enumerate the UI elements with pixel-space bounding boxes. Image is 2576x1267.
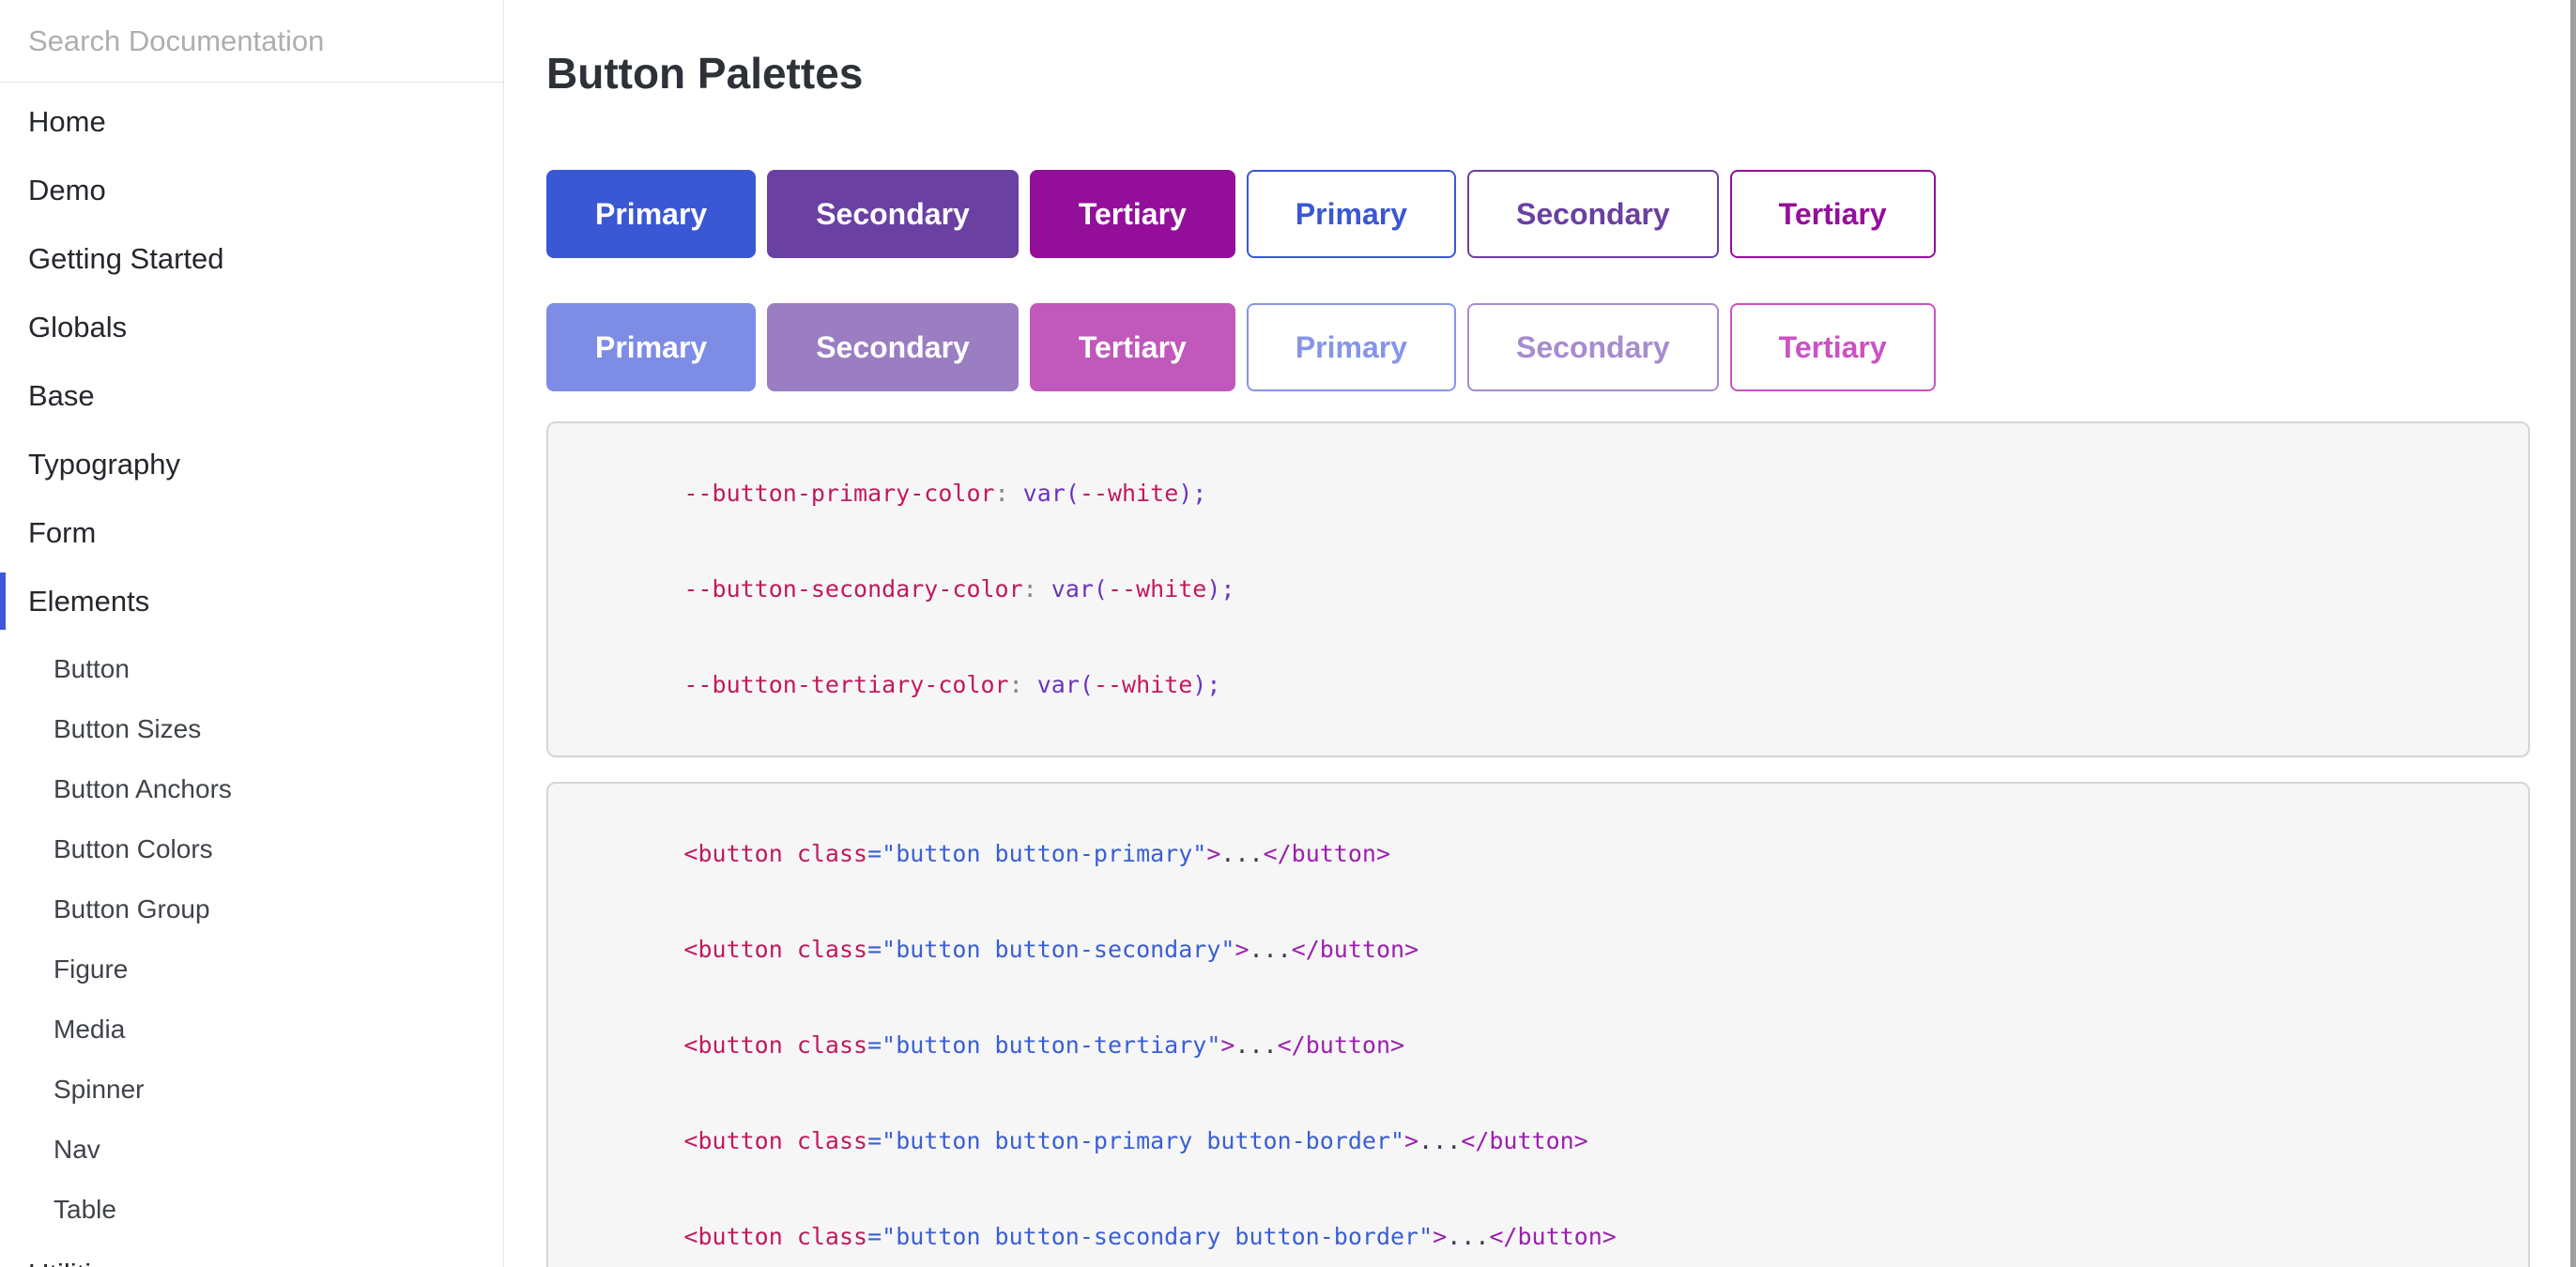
sidebar-item-home[interactable]: Home [28, 105, 106, 138]
code-token: </button> [1291, 936, 1419, 963]
search-input[interactable] [0, 23, 503, 58]
code-token: --button-tertiary-color [683, 671, 1009, 698]
vertical-scrollbar[interactable] [2570, 0, 2576, 1267]
sidebar-item-figure[interactable]: Figure [54, 954, 129, 984]
active-indicator [0, 572, 6, 630]
code-line: --button-primary-color: var(--white); [571, 446, 2506, 542]
sidebar-item-utilities[interactable]: Utilities [0, 1240, 503, 1267]
code-token: > [1433, 1223, 1448, 1250]
code-token: ... [1447, 1223, 1490, 1250]
code-line: <button class="button button-primary">..… [571, 806, 2506, 902]
code-token: ... [1234, 1031, 1278, 1059]
sidebar-item-form[interactable]: Form [28, 516, 97, 549]
code-token: --white [1107, 575, 1207, 603]
code-token: <button class [683, 840, 868, 867]
button-tertiary[interactable]: Tertiary [1029, 170, 1235, 258]
sidebar-item-button-group[interactable]: Button Group [54, 894, 210, 924]
button-secondary[interactable]: Secondary [767, 170, 1019, 258]
button-secondary-border-light[interactable]: Secondary [1467, 303, 1719, 391]
button-secondary-border[interactable]: Secondary [1467, 170, 1719, 258]
sidebar-item-base[interactable]: Base [28, 379, 95, 412]
code-token: ="button button-primary button-border" [867, 1127, 1405, 1154]
code-token: ="button button-secondary" [867, 936, 1235, 963]
code-token: </button> [1489, 1223, 1617, 1250]
button-primary-border-light[interactable]: Primary [1246, 303, 1457, 391]
sidebar-item-getting-started[interactable]: Getting Started [28, 242, 224, 275]
code-token: ); [1178, 480, 1207, 507]
palette-row-light: Primary Secondary Tertiary Primary Secon… [546, 303, 2530, 391]
sidebar-item-button-anchors[interactable]: Button Anchors [54, 774, 232, 803]
code-block-css-vars: --button-primary-color: var(--white); --… [546, 421, 2530, 757]
sidebar-item-demo[interactable]: Demo [28, 174, 106, 206]
code-line: <button class="button button-secondary">… [571, 902, 2506, 998]
button-tertiary-light[interactable]: Tertiary [1029, 303, 1235, 391]
code-block-html-usage: <button class="button button-primary">..… [546, 782, 2530, 1267]
button-primary[interactable]: Primary [546, 170, 757, 258]
button-tertiary-border[interactable]: Tertiary [1729, 170, 1936, 258]
sidebar: Home Demo Getting Started Globals Base T… [0, 0, 504, 1267]
code-token: ); [1192, 671, 1221, 698]
page-title: Button Palettes [546, 49, 864, 98]
sidebar-item-nav[interactable]: Nav [54, 1135, 100, 1164]
code-token: : [1022, 575, 1037, 603]
code-token: > [1220, 1031, 1235, 1059]
code-token: > [1206, 840, 1221, 867]
code-token: ... [1249, 936, 1292, 963]
code-token: ="button button-secondary button-border" [867, 1223, 1434, 1250]
sidebar-item-button-sizes[interactable]: Button Sizes [54, 714, 202, 743]
code-token: : [1008, 671, 1023, 698]
sidebar-item-button[interactable]: Button [54, 654, 130, 683]
code-token: var( [1022, 671, 1094, 698]
code-token: ); [1206, 575, 1235, 603]
sidebar-item-spinner[interactable]: Spinner [54, 1075, 145, 1104]
sidebar-item-media[interactable]: Media [54, 1015, 126, 1044]
button-secondary-light[interactable]: Secondary [767, 303, 1019, 391]
code-token: > [1404, 1127, 1419, 1154]
sidebar-item-globals[interactable]: Globals [28, 311, 128, 343]
button-primary-light[interactable]: Primary [546, 303, 757, 391]
code-line: --button-tertiary-color: var(--white); [571, 637, 2506, 733]
palette-row-solid: Primary Secondary Tertiary Primary Secon… [546, 170, 2530, 258]
code-token: </button> [1461, 1127, 1588, 1154]
code-token: var( [1008, 480, 1080, 507]
code-token: --white [1079, 480, 1179, 507]
code-token: ="button button-tertiary" [867, 1031, 1221, 1059]
button-tertiary-border-light[interactable]: Tertiary [1729, 303, 1936, 391]
code-token: > [1234, 936, 1250, 963]
code-token: <button class [683, 936, 868, 963]
code-token: --button-primary-color [683, 480, 995, 507]
sidebar-item-button-colors[interactable]: Button Colors [54, 834, 213, 863]
code-token: <button class [683, 1031, 868, 1059]
code-token: --white [1093, 671, 1193, 698]
code-line: <button class="button button-secondary b… [571, 1189, 2506, 1267]
code-token: <button class [683, 1223, 868, 1250]
code-line: <button class="button button-primary but… [571, 1093, 2506, 1189]
sidebar-nav: Home Demo Getting Started Globals Base T… [0, 83, 503, 1267]
code-line: --button-secondary-color: var(--white); [571, 542, 2506, 637]
code-token: ="button button-primary" [867, 840, 1207, 867]
code-token: ... [1418, 1127, 1462, 1154]
code-token: : [994, 480, 1009, 507]
code-token: ... [1220, 840, 1264, 867]
code-line: <button class="button button-tertiary">.… [571, 998, 2506, 1093]
main-content: Button Palettes Primary Secondary Tertia… [504, 0, 2576, 1267]
sidebar-subnav: Button Button Sizes Button Anchors Butto… [0, 639, 503, 1240]
sidebar-item-typography[interactable]: Typography [28, 448, 180, 481]
code-token: <button class [683, 1127, 868, 1154]
sidebar-item-label: Elements [28, 585, 150, 618]
sidebar-item-elements[interactable]: Elements [0, 567, 503, 635]
sidebar-item-table[interactable]: Table [54, 1195, 116, 1224]
code-token: </button> [1277, 1031, 1405, 1059]
code-token: --button-secondary-color [683, 575, 1023, 603]
code-token: var( [1036, 575, 1108, 603]
code-token: </button> [1263, 840, 1391, 867]
search-bar [0, 0, 503, 83]
button-primary-border[interactable]: Primary [1246, 170, 1457, 258]
